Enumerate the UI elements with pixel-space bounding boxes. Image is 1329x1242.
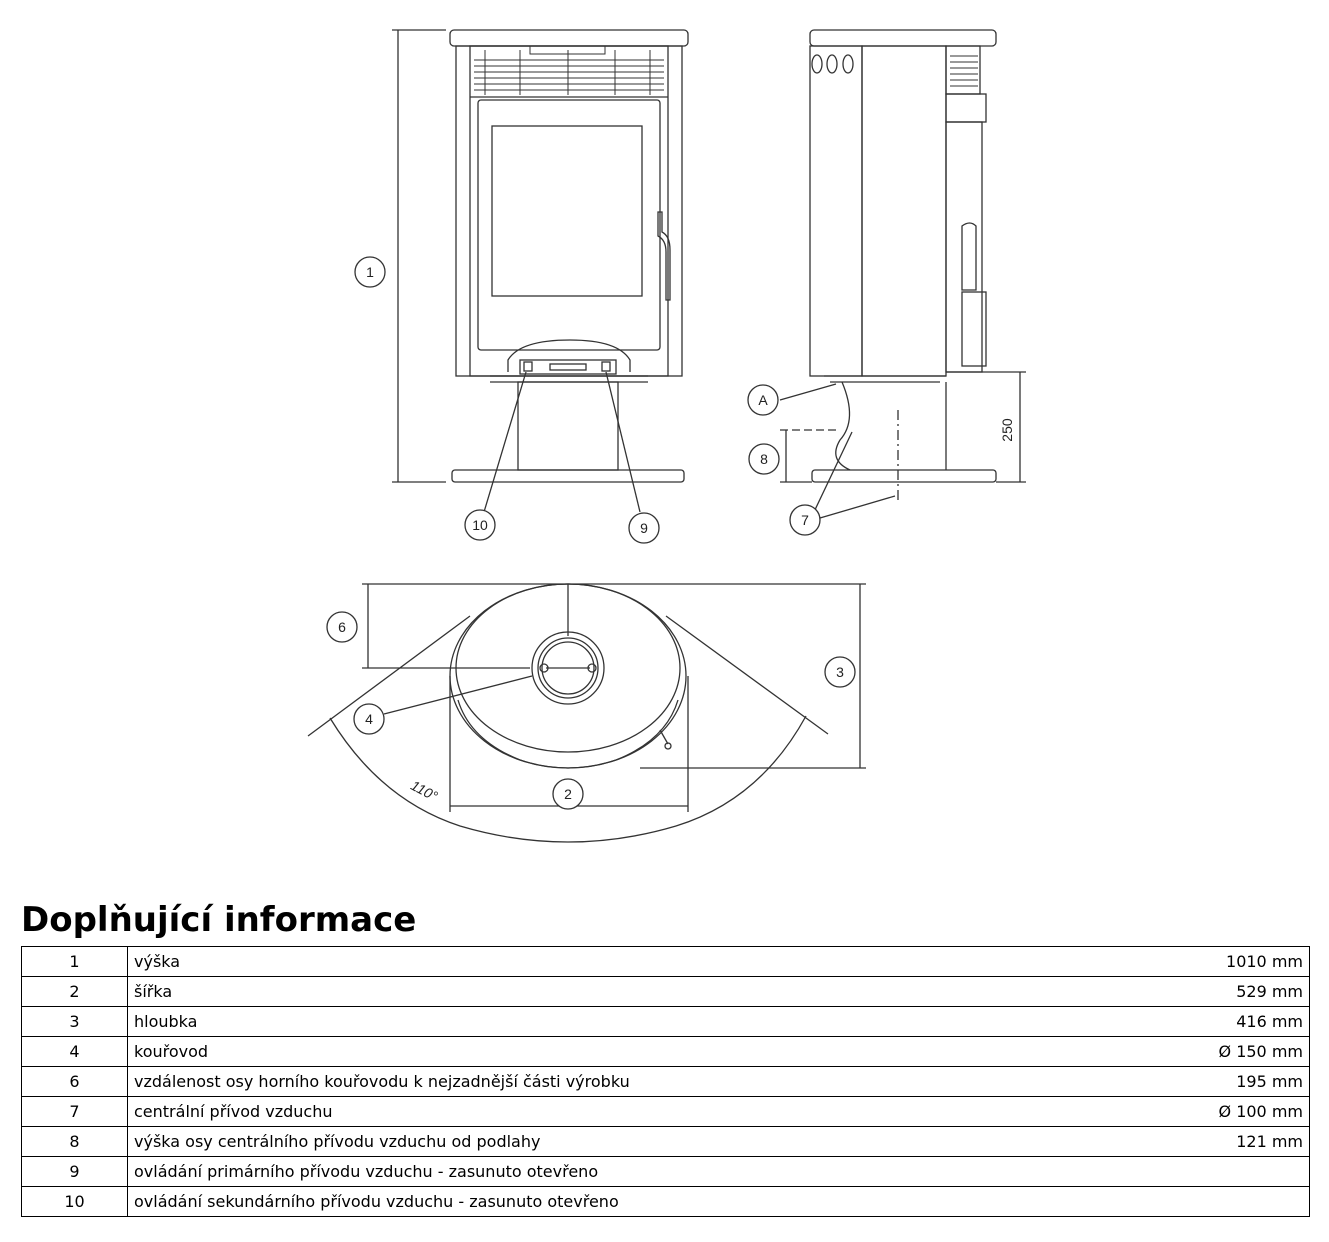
row-number: 4 — [21, 1036, 128, 1067]
front-view — [392, 29, 689, 513]
row-description: šířka — [127, 976, 1147, 1007]
table-row: 6 vzdálenost osy horního kouřovodu k nej… — [21, 1066, 1310, 1097]
row-value: Ø 100 mm — [1147, 1096, 1310, 1127]
row-description: ovládání primárního přívodu vzduchu - za… — [127, 1156, 1147, 1187]
table-row: 9 ovládání primárního přívodu vzduchu - … — [21, 1156, 1310, 1187]
callout-1 — [354, 256, 386, 288]
info-table: 1 výška 1010 mm 2 šířka 529 mm 3 hloubka… — [21, 946, 1310, 1217]
callout-7-label: 7 — [801, 512, 809, 528]
callout-8 — [748, 443, 780, 475]
table-row: 1 výška 1010 mm — [21, 946, 1310, 977]
row-value: 121 mm — [1147, 1126, 1310, 1157]
row-number: 1 — [21, 946, 128, 977]
row-value: 1010 mm — [1147, 946, 1310, 977]
callout-A — [747, 384, 779, 416]
table-row: 10 ovládání sekundárního přívodu vzduchu… — [21, 1186, 1310, 1217]
callout-1-label: 1 — [366, 264, 374, 280]
callout-A-label: A — [758, 392, 768, 408]
row-value: 529 mm — [1147, 976, 1310, 1007]
row-description: vzdálenost osy horního kouřovodu k nejza… — [127, 1066, 1147, 1097]
row-value: Ø 150 mm — [1147, 1036, 1310, 1067]
row-number: 3 — [21, 1006, 128, 1037]
callout-2 — [552, 778, 584, 810]
row-value: 416 mm — [1147, 1006, 1310, 1037]
table-row: 4 kouřovod Ø 150 mm — [21, 1036, 1310, 1067]
row-number: 8 — [21, 1126, 128, 1157]
callout-7 — [789, 504, 821, 536]
callout-6-label: 6 — [338, 619, 346, 635]
row-value — [1147, 1156, 1310, 1187]
row-description: ovládání sekundárního přívodu vzduchu - … — [127, 1186, 1147, 1217]
table-row: 2 šířka 529 mm — [21, 976, 1310, 1007]
callout-4 — [353, 703, 385, 735]
row-description: výška — [127, 946, 1147, 977]
angle-110-label: 110° — [408, 777, 441, 804]
row-number: 2 — [21, 976, 128, 1007]
callout-9-label: 9 — [640, 520, 648, 536]
callout-2-label: 2 — [564, 786, 572, 802]
row-description: centrální přívod vzduchu — [127, 1096, 1147, 1127]
technical-drawing: 1 10 9 A 8 7 6 4 3 2 250 110° — [307, 29, 1026, 843]
table-row: 8 výška osy centrálního přívodu vzduchu … — [21, 1126, 1310, 1157]
callout-3-label: 3 — [836, 664, 844, 680]
top-view — [307, 583, 866, 843]
callout-10 — [464, 509, 496, 541]
row-number: 7 — [21, 1096, 128, 1127]
row-description: výška osy centrálního přívodu vzduchu od… — [127, 1126, 1147, 1157]
callout-9 — [628, 512, 660, 544]
row-description: kouřovod — [127, 1036, 1147, 1067]
section-heading: Doplňující informace — [21, 900, 417, 940]
callout-6 — [326, 611, 358, 643]
row-value — [1147, 1186, 1310, 1217]
dimension-250-label: 250 — [999, 418, 1015, 442]
callout-10-label: 10 — [472, 517, 488, 533]
table-row: 7 centrální přívod vzduchu Ø 100 mm — [21, 1096, 1310, 1127]
callout-3 — [824, 656, 856, 688]
side-view — [779, 29, 1026, 519]
callout-8-label: 8 — [760, 451, 768, 467]
table-row: 3 hloubka 416 mm — [21, 1006, 1310, 1037]
row-number: 6 — [21, 1066, 128, 1097]
row-description: hloubka — [127, 1006, 1147, 1037]
row-value: 195 mm — [1147, 1066, 1310, 1097]
callout-4-label: 4 — [365, 711, 373, 727]
row-number: 9 — [21, 1156, 128, 1187]
row-number: 10 — [21, 1186, 128, 1217]
